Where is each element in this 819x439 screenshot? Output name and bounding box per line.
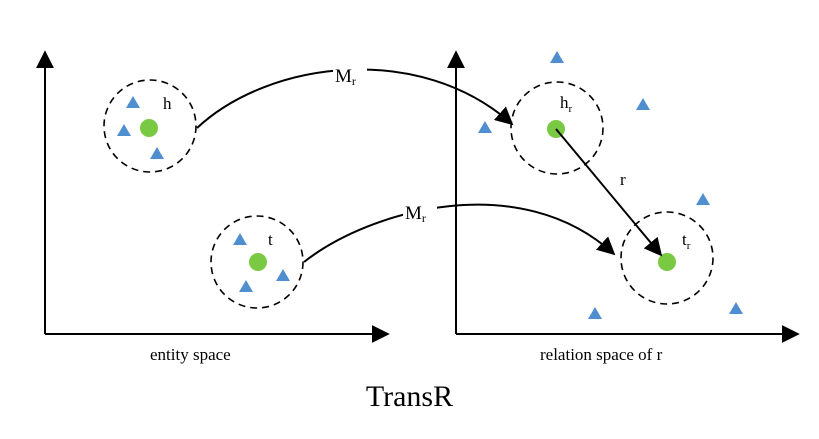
head-mapping-label: Mr xyxy=(335,66,356,88)
projected-head-label: hr xyxy=(560,93,573,115)
relation-space-scatter xyxy=(478,51,743,319)
relation-space-axes xyxy=(447,50,800,343)
projected-head-cluster: hr xyxy=(510,81,604,175)
triangle-marker xyxy=(550,51,564,63)
tail-cluster: t xyxy=(210,215,304,309)
entity-space-axes xyxy=(36,50,390,343)
tail-mapping-label: Mr xyxy=(405,203,426,225)
mapping-arrows: Mr Mr xyxy=(196,62,616,263)
triangle-marker xyxy=(276,269,290,281)
tail-neighborhood xyxy=(210,215,304,309)
triangle-marker xyxy=(117,124,131,136)
head-neighborhood xyxy=(103,79,197,173)
tail-label: t xyxy=(268,230,273,249)
triangle-marker xyxy=(588,307,602,319)
figure-title: TransR xyxy=(365,380,454,413)
head-label: h xyxy=(163,94,172,113)
triangle-marker xyxy=(233,233,247,245)
triangle-marker xyxy=(126,96,140,108)
projected-head-neighborhood xyxy=(510,81,604,175)
relation-vector-arrow xyxy=(555,128,663,257)
relation-label: r xyxy=(620,170,626,189)
triangle-marker xyxy=(150,147,164,159)
triangle-marker xyxy=(239,280,253,292)
relation-translation: r xyxy=(555,128,663,257)
head-entity-dot xyxy=(140,119,158,137)
projected-tail-label: tr xyxy=(682,230,691,252)
projected-tail-dot xyxy=(658,253,676,271)
entity-space-caption: entity space xyxy=(150,345,231,364)
projected-tail-cluster: tr xyxy=(620,211,714,305)
head-cluster: h xyxy=(103,79,197,173)
triangle-marker xyxy=(729,302,743,314)
triangle-marker xyxy=(478,121,492,133)
triangle-marker xyxy=(696,193,710,205)
relation-space-caption: relation space of r xyxy=(540,345,663,364)
tail-mapping-arrow xyxy=(303,203,616,263)
triangle-marker xyxy=(636,98,650,110)
tail-entity-dot xyxy=(249,253,267,271)
projected-tail-neighborhood xyxy=(620,211,714,305)
